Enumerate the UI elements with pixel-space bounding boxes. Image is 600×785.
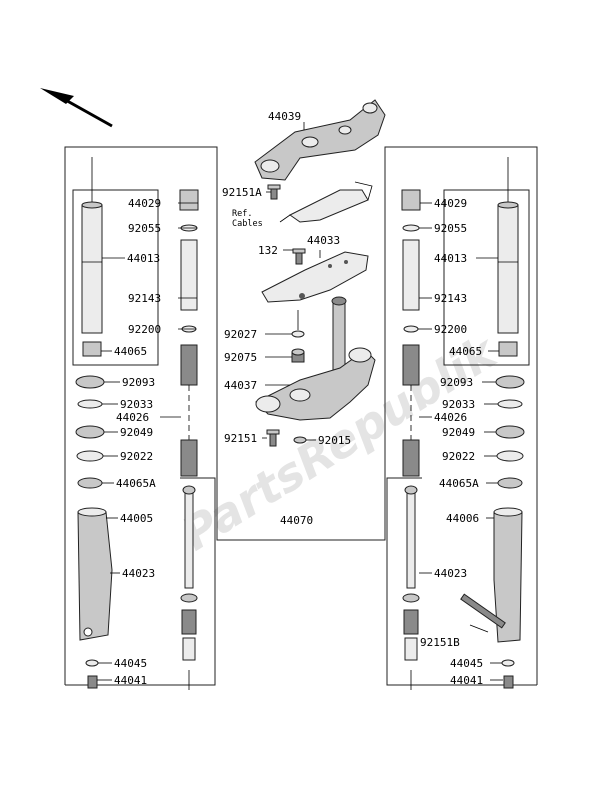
right-inner-box [443, 189, 530, 366]
label-left-92049: 92049 [120, 426, 153, 439]
upper-bracket [254, 99, 386, 181]
label-left-44041: 44041 [114, 674, 147, 687]
steering-stem-44037 [255, 296, 376, 421]
left-seals [75, 375, 105, 489]
label-left-44026: 44026 [116, 411, 149, 424]
center-frame [216, 455, 386, 541]
bolt-132 [292, 248, 306, 265]
washer-right-44045 [501, 659, 515, 667]
right-damper-rod [402, 485, 420, 690]
label-left-92055: 92055 [128, 222, 161, 235]
label-right-92200: 92200 [434, 323, 467, 336]
bolt-92151 [266, 429, 280, 447]
right-fork-tube-set [497, 157, 519, 357]
label-left-44065: 44065 [114, 345, 147, 358]
label-left-44005: 44005 [120, 512, 153, 525]
label-left-44013: 44013 [127, 252, 160, 265]
label-right-44041: 44041 [450, 674, 483, 687]
label-left-44023: 44023 [122, 567, 155, 580]
direction-arrow-icon [40, 88, 113, 128]
leader-lines [97, 191, 503, 681]
label-ref-line1: Ref. [232, 209, 252, 219]
nut-92075 [291, 348, 305, 363]
label-left-44045: 44045 [114, 657, 147, 670]
left-spring [180, 344, 198, 477]
label-right-44045: 44045 [450, 657, 483, 670]
label-132: 132 [258, 244, 278, 257]
left-damper-rod [180, 485, 198, 690]
label-right-44029: 44029 [434, 197, 467, 210]
label-left-44065a: 44065A [116, 477, 156, 490]
label-left-92033: 92033 [120, 398, 153, 411]
label-92027: 92027 [224, 328, 257, 341]
right-cap-and-spacer [401, 189, 421, 333]
label-92151a: 92151A [222, 186, 262, 199]
label-right-92022: 92022 [442, 450, 475, 463]
label-right-44065a: 44065A [439, 477, 479, 490]
label-left-92200: 92200 [128, 323, 161, 336]
label-left-92093: 92093 [122, 376, 155, 389]
cable-guide [289, 181, 373, 223]
left-fork-frame [64, 146, 218, 686]
washer-92027 [291, 330, 305, 338]
label-right-92049: 92049 [442, 426, 475, 439]
label-right-92151b: 92151B [420, 636, 460, 649]
left-inner-box [72, 189, 159, 366]
label-92151: 92151 [224, 432, 257, 445]
label-92015: 92015 [318, 434, 351, 447]
label-left-92022: 92022 [120, 450, 153, 463]
label-right-92143: 92143 [434, 292, 467, 305]
label-ref-line2: Cables [232, 219, 263, 229]
part-labels: 44039 92151A Ref. Cables 132 44033 92027… [114, 110, 483, 687]
bolt-left-44041 [87, 675, 98, 689]
label-right-44006: 44006 [446, 512, 479, 525]
right-seals [495, 375, 525, 489]
headlight-bracket-44033 [261, 251, 369, 303]
left-fork-tube-set [81, 157, 103, 357]
nut-92015 [293, 436, 307, 444]
label-right-44065: 44065 [449, 345, 482, 358]
label-left-92143: 92143 [128, 292, 161, 305]
label-44070: 44070 [280, 514, 313, 527]
label-left-44029: 44029 [128, 197, 161, 210]
right-outer-tube-44006 [493, 507, 523, 643]
label-44037: 44037 [224, 379, 257, 392]
right-fork-frame [384, 146, 538, 686]
left-outer-tube-44005 [77, 507, 113, 641]
label-44039: 44039 [268, 110, 301, 123]
left-cap-and-spacer [179, 189, 199, 333]
label-44033: 44033 [307, 234, 340, 247]
label-right-44023: 44023 [434, 567, 467, 580]
label-right-44013: 44013 [434, 252, 467, 265]
label-right-92033: 92033 [442, 398, 475, 411]
bolt-right-44041 [503, 675, 514, 689]
right-spring [402, 344, 420, 477]
bolt-92151a [267, 184, 281, 200]
label-right-92093: 92093 [440, 376, 473, 389]
label-92075: 92075 [224, 351, 257, 364]
axle-clamp-bolt-92151b [460, 593, 506, 629]
label-right-92055: 92055 [434, 222, 467, 235]
label-right-44026: 44026 [434, 411, 467, 424]
washer-left-44045 [85, 659, 99, 667]
